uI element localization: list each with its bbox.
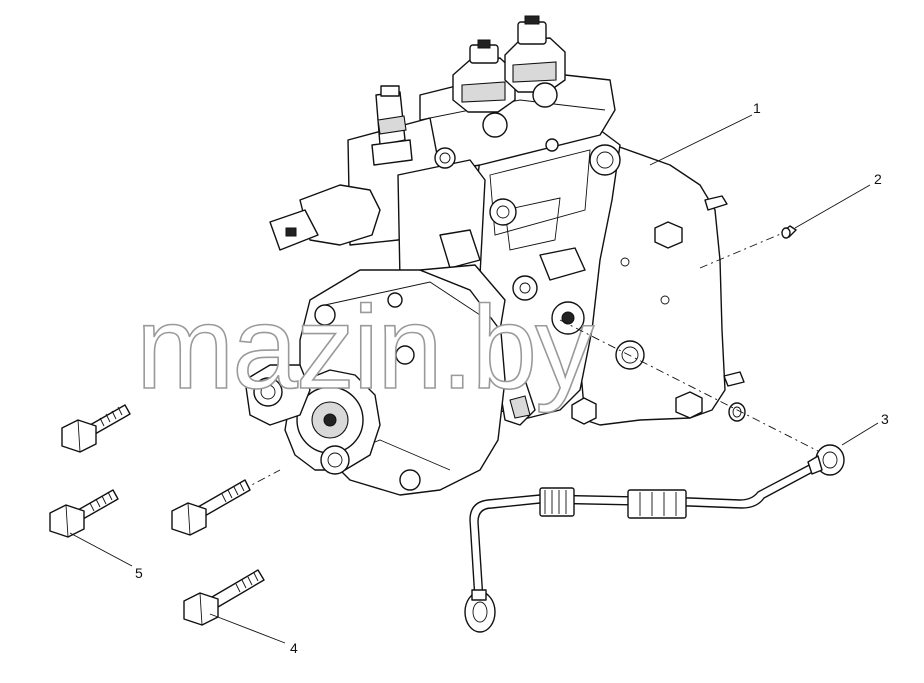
fuel-pipe bbox=[464, 444, 845, 633]
callout-3: 3 bbox=[881, 411, 889, 427]
callout-1: 1 bbox=[753, 100, 761, 116]
bolt-4 bbox=[183, 569, 265, 626]
watermark: mazin.by bbox=[136, 282, 594, 414]
callout-5: 5 bbox=[135, 565, 143, 581]
callout-4: 4 bbox=[290, 640, 298, 656]
plug-screw bbox=[781, 225, 797, 239]
bolt-2 bbox=[49, 489, 119, 538]
drive-gear bbox=[244, 292, 421, 491]
bolt-3 bbox=[171, 479, 251, 536]
bolt-1 bbox=[61, 404, 131, 453]
fuel-pump-assembly bbox=[244, 15, 746, 496]
callout-2: 2 bbox=[874, 171, 882, 187]
